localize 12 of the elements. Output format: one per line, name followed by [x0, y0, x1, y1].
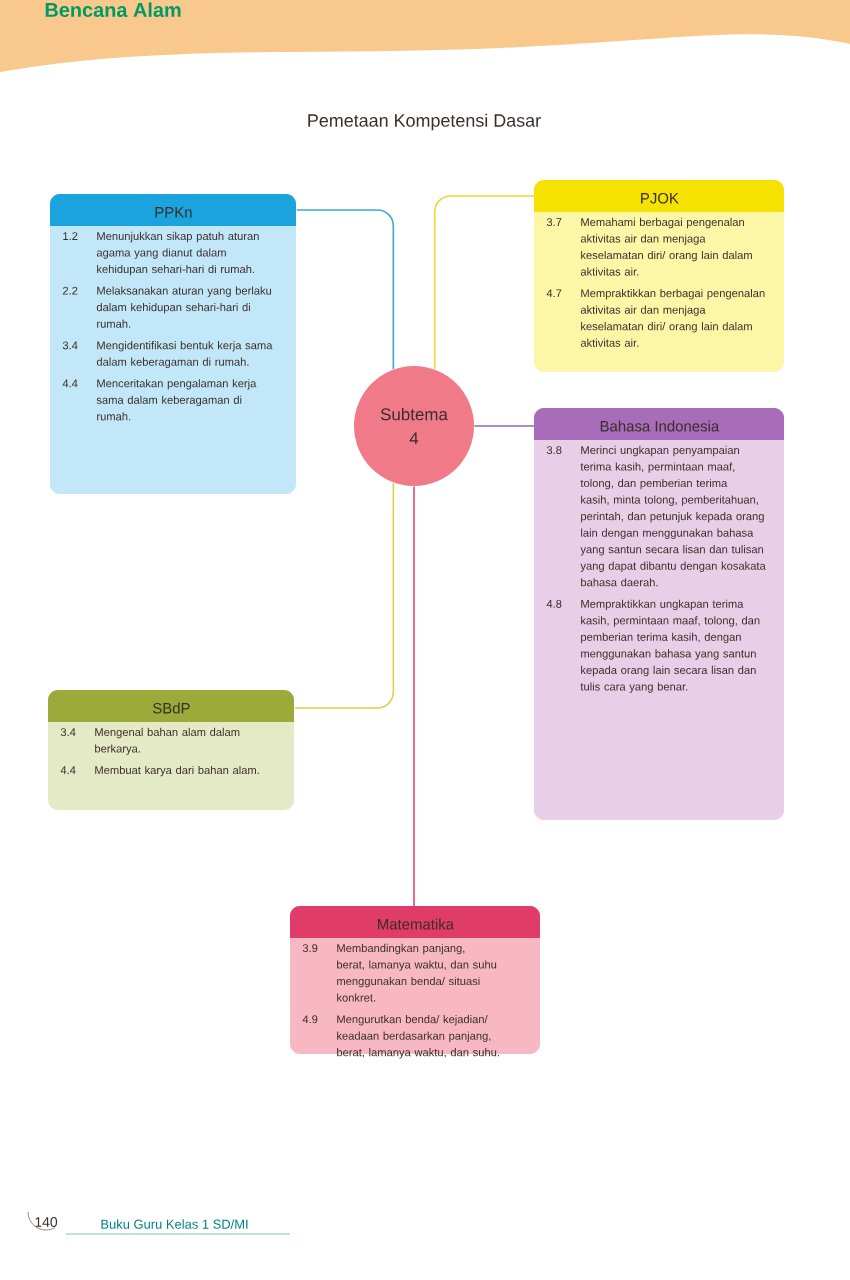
subject-card: [290, 906, 540, 1059]
connector-line: [296, 209, 395, 371]
connector-line: [294, 481, 395, 709]
title: Pemetaan Kompetensi Dasar: [308, 113, 541, 131]
subject-card: [48, 690, 294, 810]
connector-line: [433, 195, 535, 371]
connector-line: [473, 425, 535, 427]
chapter-title: Bencana Alam: [45, 2, 181, 18]
subject-card: [534, 180, 784, 372]
subject-card: [50, 194, 296, 494]
connector-line: [413, 485, 415, 907]
subject-card: [534, 408, 784, 820]
